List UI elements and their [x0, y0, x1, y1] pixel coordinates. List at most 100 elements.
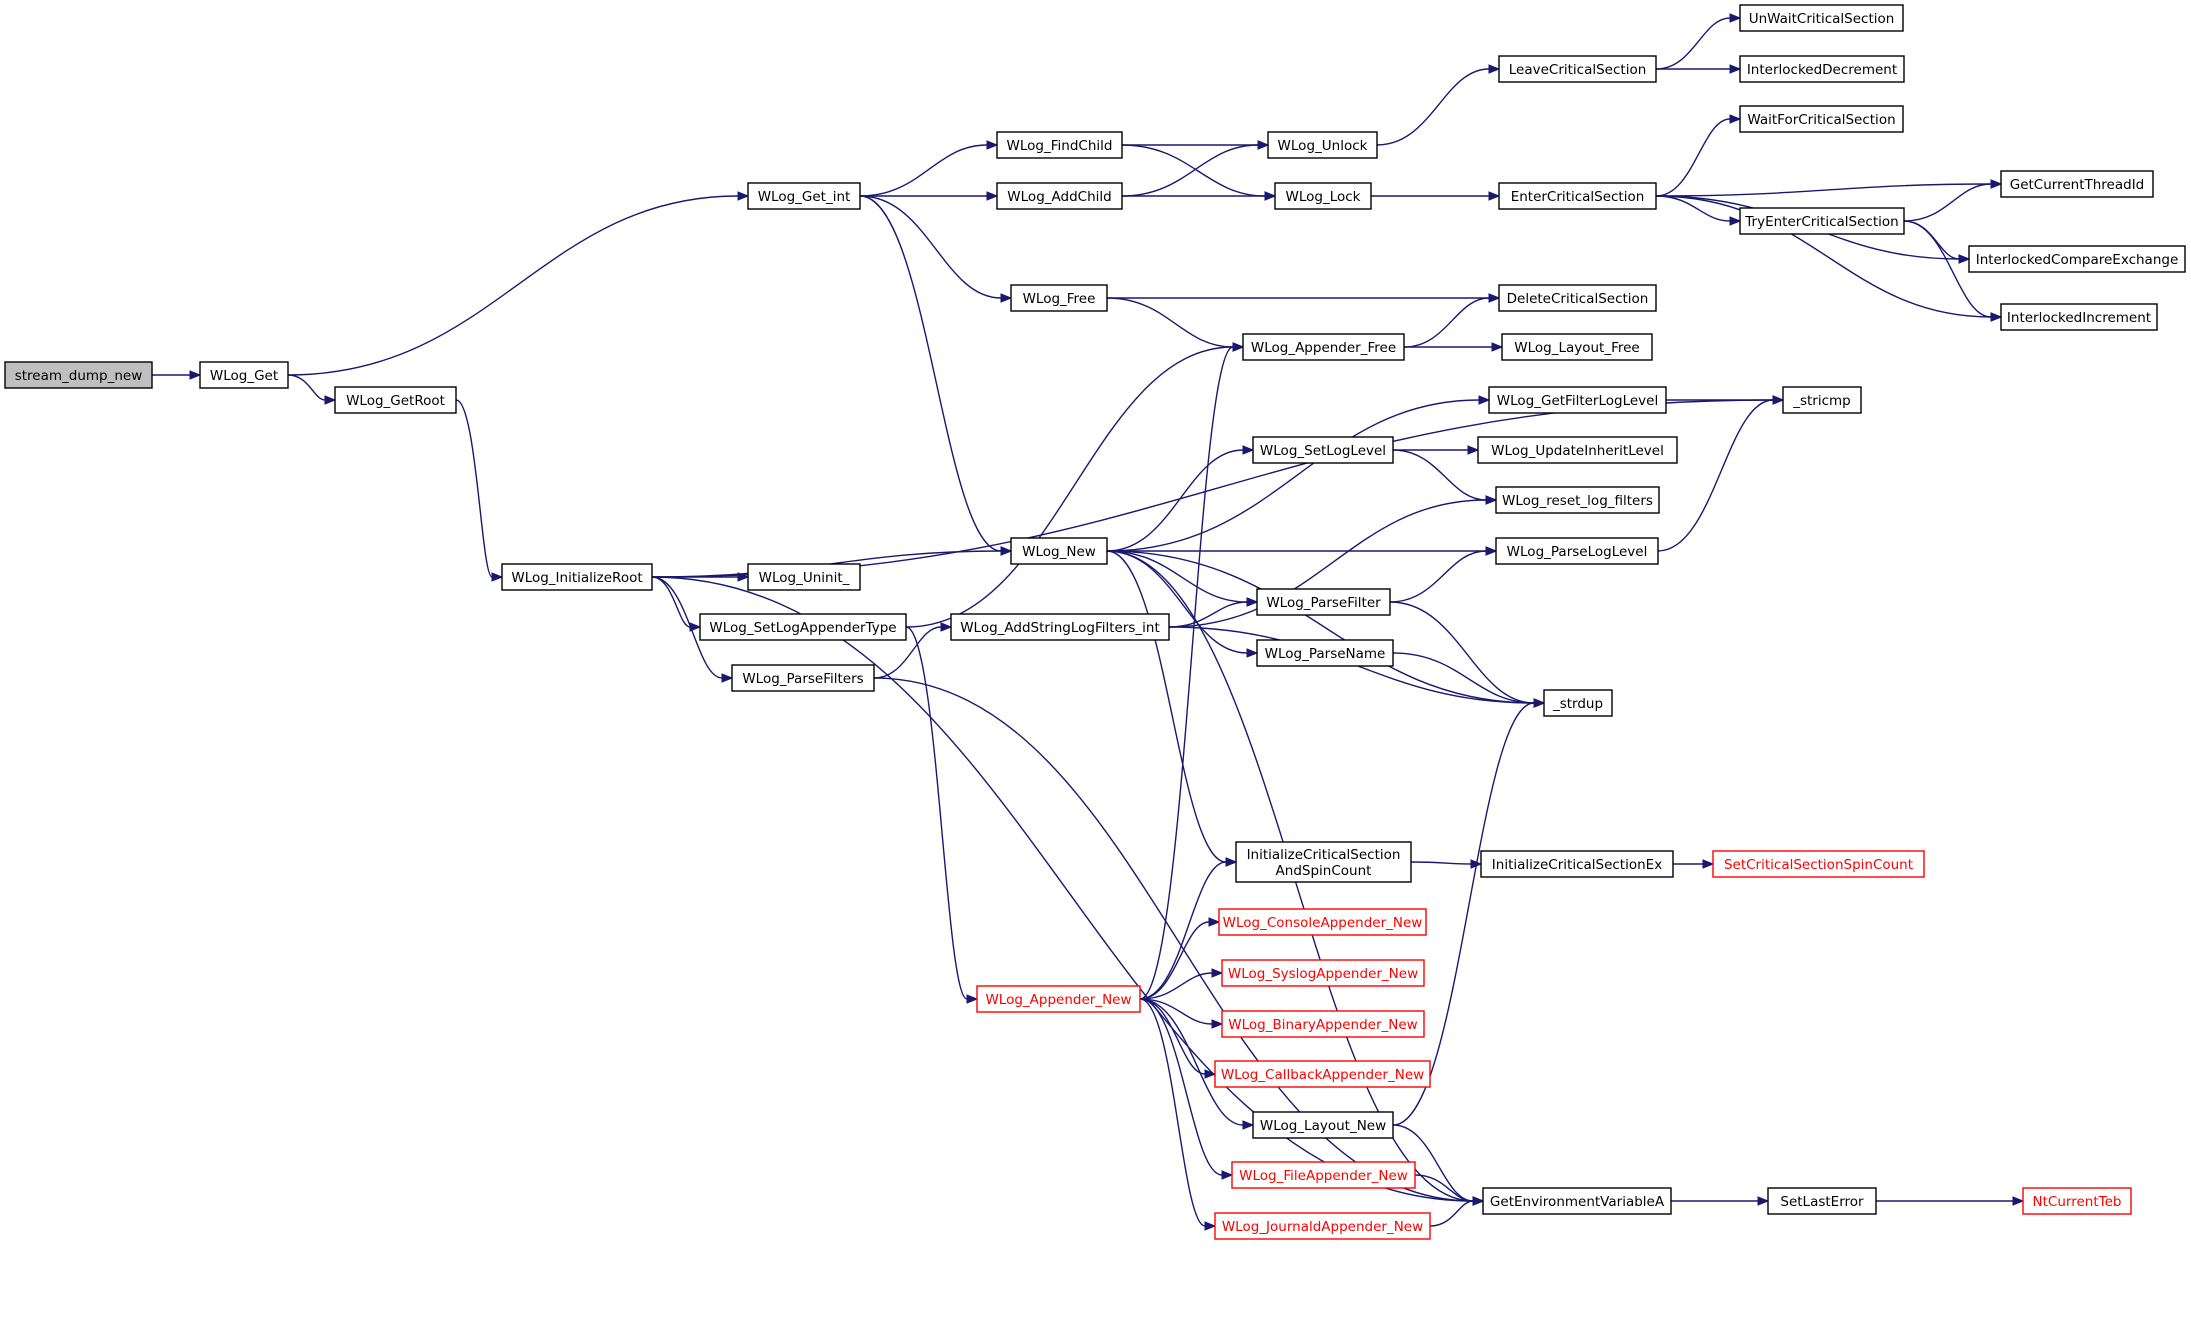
node-wlog-layout-new[interactable]: WLog_Layout_New [1252, 1111, 1394, 1139]
node-wlog-callback-appender-new[interactable]: WLog_CallbackAppender_New [1214, 1060, 1431, 1088]
node-box [1214, 1212, 1431, 1240]
edge-try-enter-critical-section-to-interlocked-increment [1903, 220, 1992, 318]
node-stricmp[interactable]: _stricmp [1782, 386, 1862, 414]
node-label: WLog_Layout_Free [1514, 340, 1640, 356]
node-label: WLog_ConsoleAppender_New [1223, 915, 1423, 931]
node-wlog-layout-free[interactable]: WLog_Layout_Free [1501, 333, 1653, 361]
edge-wlog-set-log-appender-type-to-wlog-appender-new [905, 626, 968, 1000]
edge-wlog-add-string-log-filters-int-to-wlog-reset-log-filters [1168, 499, 1487, 628]
node-interlocked-increment[interactable]: InterlockedIncrement [2000, 303, 2158, 331]
node-wlog-get[interactable]: WLog_Get [199, 361, 289, 389]
node-wlog-add-child[interactable]: WLog_AddChild [996, 182, 1123, 210]
node-strdup[interactable]: _strdup [1543, 689, 1613, 717]
edge-wlog-get-int-to-wlog-find-child [859, 144, 988, 197]
node-wait-for-critical-section[interactable]: WaitForCriticalSection [1739, 105, 1904, 133]
node-label: GetCurrentThreadId [2010, 177, 2145, 193]
node-interlocked-compare-exchange[interactable]: InterlockedCompareExchange [1968, 245, 2186, 273]
node-wlog-parse-log-level[interactable]: WLog_ParseLogLevel [1495, 537, 1659, 565]
node-wlog-lock[interactable]: WLog_Lock [1274, 182, 1372, 210]
node-get-current-thread-id[interactable]: GetCurrentThreadId [2000, 170, 2154, 198]
arrowhead [1990, 179, 2003, 189]
arrowhead [986, 191, 999, 201]
node-label: WLog_Free [1023, 291, 1096, 307]
node-wlog-parse-filters[interactable]: WLog_ParseFilters [731, 664, 875, 692]
node-wlog-file-appender-new[interactable]: WLog_FileAppender_New [1231, 1161, 1416, 1189]
node-label: WLog_Appender_Free [1251, 340, 1396, 356]
node-wlog-reset-log-filters[interactable]: WLog_reset_log_filters [1495, 486, 1660, 514]
edge-try-enter-critical-section-to-get-current-thread-id [1903, 183, 1992, 222]
node-label: GetEnvironmentVariableA [1490, 1194, 1665, 1210]
node-wlog-unlock[interactable]: WLog_Unlock [1267, 131, 1378, 159]
arrowhead [721, 673, 734, 683]
node-wlog-appender-free[interactable]: WLog_Appender_Free [1242, 333, 1405, 361]
edge-enter-critical-section-to-try-enter-critical-section [1655, 195, 1731, 222]
node-label: WLog_AddChild [1007, 189, 1111, 205]
node-wlog-update-inherit-level[interactable]: WLog_UpdateInheritLevel [1477, 436, 1678, 464]
node-box [1501, 333, 1653, 361]
edge-wlog-layout-new-to-strdup [1392, 702, 1535, 1126]
node-box [2000, 303, 2158, 331]
node-wlog-free[interactable]: WLog_Free [1010, 284, 1108, 312]
arrowhead [1958, 254, 1971, 264]
node-label: WLog_reset_log_filters [1502, 493, 1653, 509]
node-wlog-get-int[interactable]: WLog_Get_int [747, 182, 861, 210]
edge-wlog-appender-new-to-wlog-appender-free [1139, 346, 1234, 1000]
edge-wlog-set-log-appender-type-to-wlog-appender-free [905, 346, 1234, 628]
node-label: EnterCriticalSection [1511, 189, 1645, 205]
node-wlog-parse-filter[interactable]: WLog_ParseFilter [1256, 588, 1391, 616]
node-initialize-critical-section-ex[interactable]: InitializeCriticalSectionEx [1480, 850, 1674, 878]
node-box [747, 563, 861, 591]
node-box [1482, 1187, 1672, 1215]
arrowhead [1211, 968, 1224, 978]
node-wlog-console-appender-new[interactable]: WLog_ConsoleAppender_New [1218, 908, 1427, 936]
node-box [996, 182, 1123, 210]
node-wlog-syslog-appender-new[interactable]: WLog_SyslogAppender_New [1221, 959, 1425, 987]
arrowhead [1264, 191, 1277, 201]
edge-wlog-parse-log-level-to-stricmp [1657, 399, 1774, 552]
edge-wlog-free-to-wlog-appender-free [1106, 297, 1234, 348]
node-label: WLog_FileAppender_New [1239, 1168, 1408, 1184]
node-set-last-error[interactable]: SetLastError [1767, 1187, 1877, 1215]
edge-wlog-get-root-to-wlog-initialize-root [455, 399, 493, 578]
node-delete-critical-section[interactable]: DeleteCriticalSection [1498, 284, 1657, 312]
node-get-environment-variable-a[interactable]: GetEnvironmentVariableA [1482, 1187, 1672, 1215]
node-enter-critical-section[interactable]: EnterCriticalSection [1498, 182, 1657, 210]
node-label: WLog_BinaryAppender_New [1228, 1017, 1417, 1033]
node-label: WLog_SetLogLevel [1260, 443, 1386, 459]
edge-wlog-find-child-to-wlog-lock [1121, 144, 1266, 197]
edge-try-enter-critical-section-to-interlocked-compare-exchange [1903, 220, 1960, 260]
node-wlog-uninit[interactable]: WLog_Uninit_ [747, 563, 861, 591]
node-un-wait-critical-section[interactable]: UnWaitCriticalSection [1739, 4, 1904, 32]
node-wlog-find-child[interactable]: WLog_FindChild [996, 131, 1123, 159]
arrowhead [1485, 495, 1498, 505]
node-wlog-add-string-log-filters-int[interactable]: WLog_AddStringLogFilters_int [950, 613, 1170, 641]
node-try-enter-critical-section[interactable]: TryEnterCriticalSection [1739, 207, 1905, 235]
node-nt-current-teb[interactable]: NtCurrentTeb [2022, 1187, 2132, 1215]
node-box [1231, 1161, 1416, 1189]
arrowhead [986, 140, 999, 150]
node-wlog-parse-name[interactable]: WLog_ParseName [1256, 639, 1394, 667]
node-set-critical-section-spin-count[interactable]: SetCriticalSectionSpinCount [1712, 850, 1925, 878]
node-box [1221, 1010, 1425, 1038]
node-label: WLog_Unlock [1278, 138, 1368, 154]
node-interlocked-decrement[interactable]: InterlockedDecrement [1739, 55, 1905, 83]
arrowhead [1729, 13, 1742, 23]
node-wlog-binary-appender-new[interactable]: WLog_BinaryAppender_New [1221, 1010, 1425, 1038]
arrowhead [1000, 293, 1013, 303]
node-leave-critical-section[interactable]: LeaveCriticalSection [1498, 55, 1657, 83]
node-box [1274, 182, 1372, 210]
node-box [1739, 4, 1904, 32]
node-label: InitializeCriticalSection [1247, 847, 1401, 863]
node-wlog-journald-appender-new[interactable]: WLog_JournaldAppender_New [1214, 1212, 1431, 1240]
node-wlog-set-log-appender-type[interactable]: WLog_SetLogAppenderType [699, 613, 907, 641]
node-box [1252, 436, 1394, 464]
node-wlog-get-root[interactable]: WLog_GetRoot [334, 386, 457, 414]
node-wlog-initialize-root[interactable]: WLog_InitializeRoot [501, 563, 653, 591]
node-wlog-appender-new[interactable]: WLog_Appender_New [976, 985, 1141, 1013]
node-box [1495, 486, 1660, 514]
node-wlog-get-filter-log-level[interactable]: WLog_GetFilterLogLevel [1488, 386, 1667, 414]
node-stream-dump-new[interactable]: stream_dump_new [4, 361, 153, 389]
node-wlog-set-log-level[interactable]: WLog_SetLogLevel [1252, 436, 1394, 464]
node-wlog-new[interactable]: WLog_New [1010, 537, 1108, 565]
